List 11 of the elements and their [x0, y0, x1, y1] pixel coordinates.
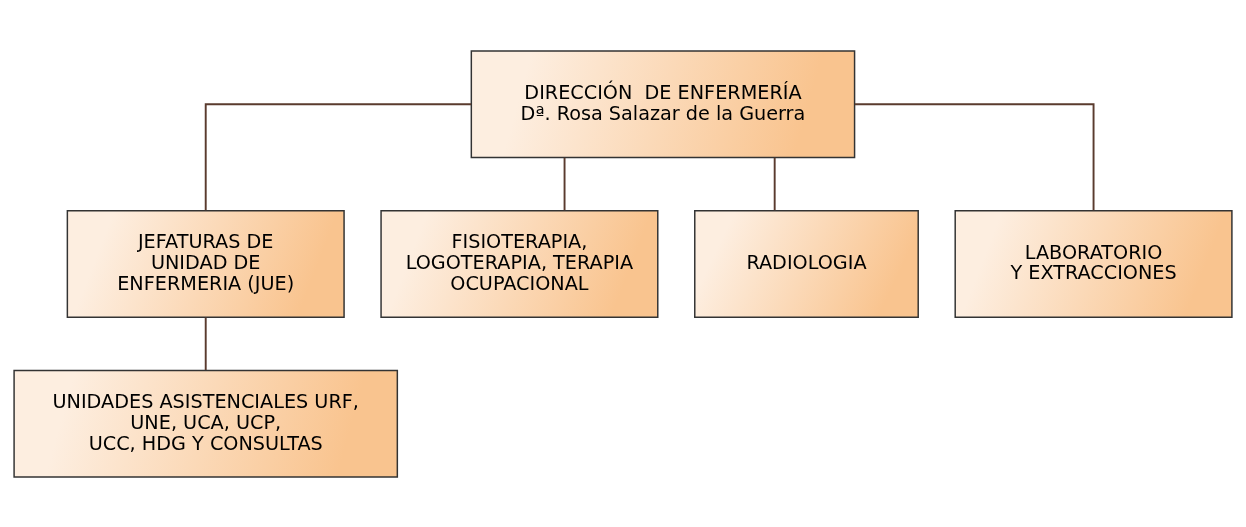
- node-box: RADIOLOGIA: [694, 209, 919, 318]
- connector: [563, 156, 566, 211]
- node-box: FISIOTERAPIA, LOGOTERAPIA, TERAPIA OCUPACIONAL: [380, 209, 659, 318]
- connector: [854, 102, 1095, 211]
- node-box: UNIDADES ASISTENCIALES URF, UNE, UCA, UCP, UCC, HDG Y CONSULTAS: [13, 369, 399, 478]
- node-box: LABORATORIO Y EXTRACCIONES: [954, 209, 1233, 318]
- connector: [773, 156, 776, 211]
- node-box: JEFATURAS DE UNIDAD DE ENFERMERIA (JUE): [66, 209, 345, 318]
- connector: [204, 316, 207, 371]
- connector: [204, 102, 472, 211]
- node-box: DIRECCIÓN DE ENFERMERÍA Dª. Rosa Salazar de la Guerra: [470, 49, 856, 158]
